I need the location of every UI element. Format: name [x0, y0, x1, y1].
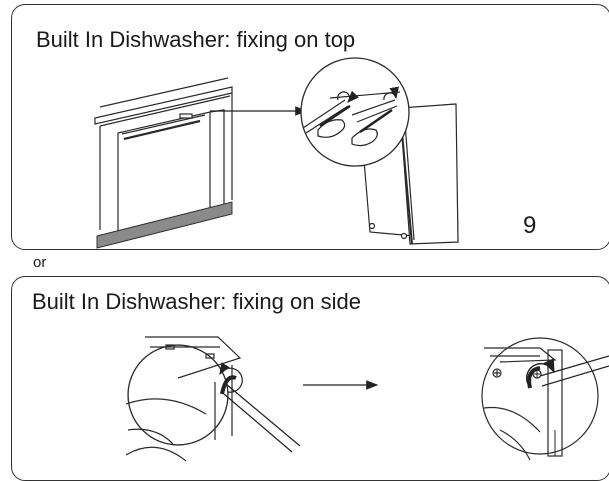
rotation-arrow-icon	[337, 90, 359, 103]
top-fixing-panel: Built In Dishwasher: fixing on top 9	[11, 4, 609, 250]
screwdriver-right-bottom	[539, 355, 609, 377]
screwdriver-right	[359, 108, 393, 134]
side-fixing-detail-left	[125, 336, 242, 462]
rotation-arrow-icon	[383, 86, 399, 101]
step-number: 9	[523, 212, 537, 239]
or-separator: or	[33, 254, 47, 271]
screw-rotation-icon	[525, 358, 555, 385]
dishwasher-unit	[359, 103, 459, 245]
side-fixing-detail-right	[481, 337, 599, 461]
screwdriver-left-bottom	[225, 383, 301, 447]
screwdriver-left	[319, 104, 351, 128]
plinth-panel	[96, 201, 233, 249]
zoom-detail-circle	[300, 57, 410, 167]
side-fixing-title: Built In Dishwasher: fixing on side	[32, 289, 361, 314]
top-fixing-title: Built In Dishwasher: fixing on top	[36, 27, 356, 52]
